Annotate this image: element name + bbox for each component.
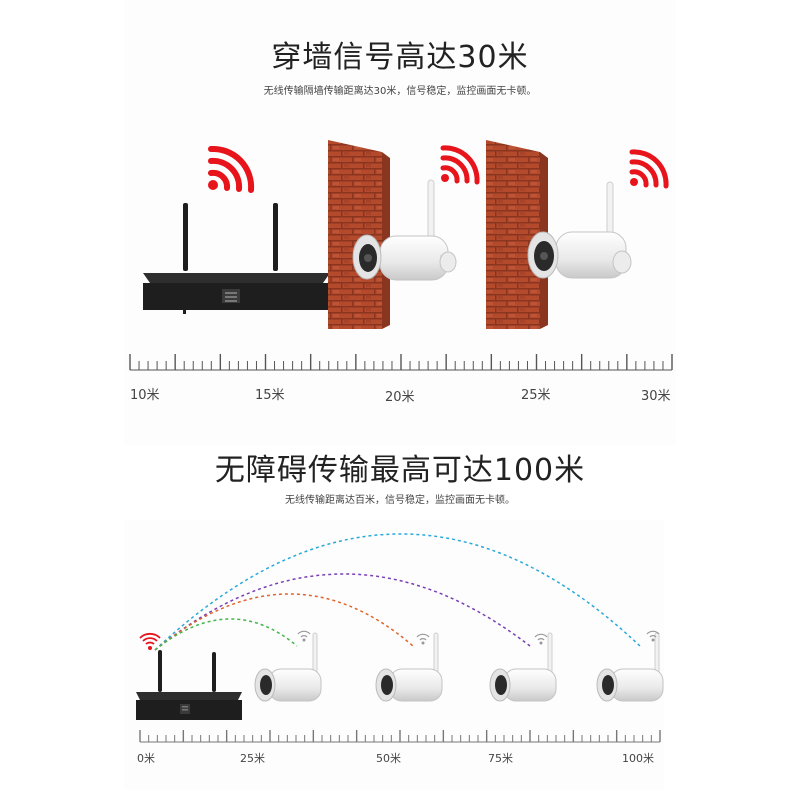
top-panel	[124, 0, 676, 445]
scale-label: 20米	[385, 390, 415, 405]
camera-icon-25m	[254, 632, 322, 702]
signal-arc-100m	[154, 533, 641, 651]
scale-label: 50米	[376, 752, 401, 765]
camera-icon-50m	[375, 632, 443, 702]
wifi-signal-icon	[440, 145, 480, 185]
wifi-signal-icon	[629, 149, 669, 189]
signal-arc-25m	[154, 618, 298, 651]
distance-ruler-top	[129, 354, 673, 371]
wifi-small-icon	[297, 630, 311, 642]
nvr-recorder-icon	[143, 203, 330, 314]
wifi-small-icon	[416, 633, 430, 645]
scale-label: 75米	[488, 752, 513, 765]
wifi-signal-icon	[208, 145, 255, 193]
top-subtitle: 无线传输隔墙传输距离达30米，信号稳定，监控画面无卡顿。	[263, 86, 537, 97]
wifi-signal-icon	[139, 632, 161, 650]
scale-label: 15米	[255, 388, 285, 403]
scale-label: 25米	[521, 388, 551, 403]
bottom-title: 无障碍传输最高可达100米	[214, 453, 586, 488]
top-illustration	[129, 140, 673, 371]
distance-ruler-bottom	[139, 730, 661, 743]
nvr-recorder-icon	[136, 650, 242, 720]
camera-icon-2	[527, 181, 632, 279]
scale-label: 25米	[240, 752, 265, 765]
top-title: 穿墙信号高达30米	[271, 40, 529, 75]
signal-arc-75m	[154, 573, 531, 651]
scale-label: 100米	[622, 752, 654, 765]
camera-icon-75m	[489, 632, 557, 702]
wifi-small-icon	[534, 633, 548, 645]
bottom-subtitle: 无线传输距离达百米，信号稳定，监控画面无卡顿。	[285, 495, 515, 506]
camera-icon-1	[352, 179, 457, 281]
signal-arc-50m	[154, 593, 414, 651]
camera-icon-100m	[596, 632, 664, 702]
wifi-small-icon	[646, 630, 660, 642]
scale-label: 0米	[137, 752, 155, 765]
scale-label: 30米	[641, 389, 671, 404]
scale-label: 10米	[130, 388, 160, 403]
